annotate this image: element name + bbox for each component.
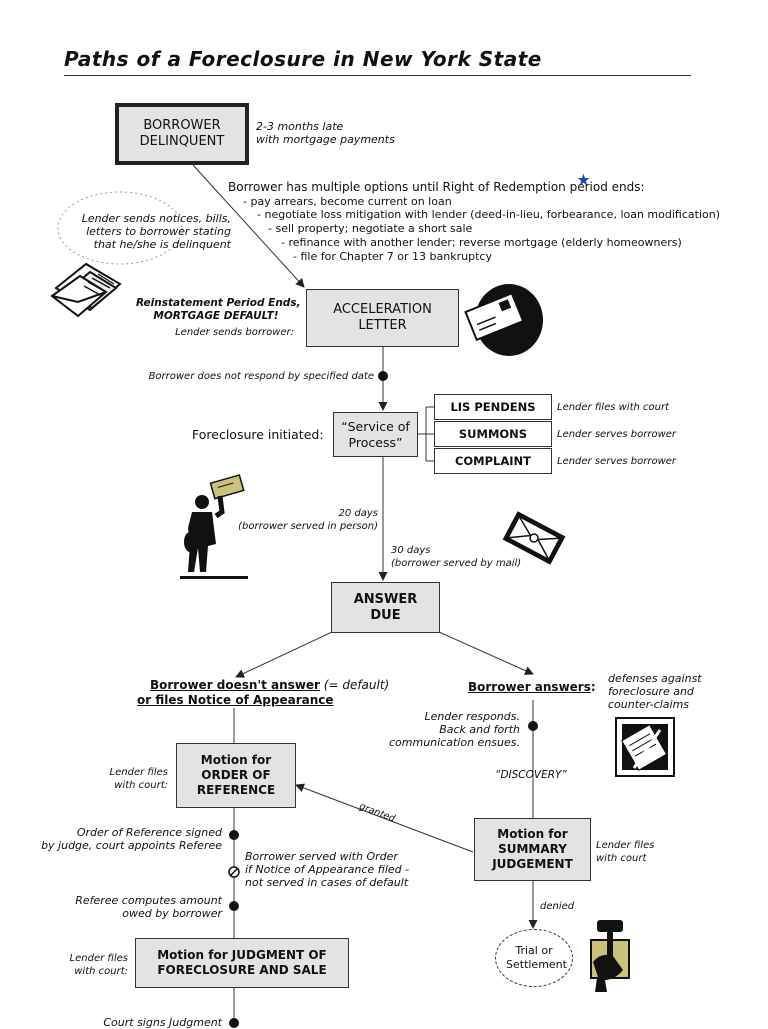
days30-note: 30 days (borrower served by mail) <box>391 545 522 569</box>
page-title: Paths of a Foreclosure in New York State <box>64 47 542 71</box>
lender-sends-note: Lender sends borrower: <box>175 327 294 338</box>
complaint-box: COMPLAINT <box>434 448 552 474</box>
lender-notices-note: Lender sends notices, bills, letters to … <box>81 212 231 251</box>
no-respond-note: Borrower does not respond by specified d… <box>148 371 374 382</box>
judgment-foreclosure-box: Motion for JUDGMENT OF FORECLOSURE AND S… <box>135 938 349 988</box>
summary-judgement-box: Motion for SUMMARY JUDGEMENT <box>474 818 591 881</box>
borrower-delinquent-label: BORROWER DELINQUENT <box>139 118 225 149</box>
mailman-icon <box>180 474 248 579</box>
answers-label: Borrower answers: <box>468 681 596 694</box>
lender-responds-note: Lender responds. Back and forth communic… <box>388 710 520 749</box>
option-item: - file for Chapter 7 or 13 bankruptcy <box>293 250 492 263</box>
acceleration-letter-label: ACCELERATION LETTER <box>333 302 432 333</box>
reinstatement-note: Reinstatement Period Ends, MORTGAGE DEFA… <box>136 297 301 322</box>
foreclosure-initiated-label: Foreclosure initiated: <box>192 427 324 442</box>
lis-pendens-box: LIS PENDENS <box>434 394 552 420</box>
option-item: - sell property; negotiate a short sale <box>268 222 473 235</box>
envelope-icon <box>464 284 543 356</box>
days20-note: 20 days (borrower served in person) <box>238 508 378 532</box>
document-icon <box>615 717 675 777</box>
court-signs-note: Court signs Judgment <box>103 1016 222 1029</box>
order-signed-note: Order of Reference signed by judge, cour… <box>41 826 222 852</box>
star-icon <box>577 173 590 186</box>
option-item: - refinance with another lender; reverse… <box>281 236 682 249</box>
title-rule <box>64 75 691 76</box>
default-text: (= default) <box>319 678 390 692</box>
lis-pendens-note: Lender files with court <box>557 402 670 413</box>
served-order-note: Borrower served with Order if Notice of … <box>245 850 410 889</box>
options-intro: Borrower has multiple options until Righ… <box>228 180 645 194</box>
step-dot <box>378 371 388 381</box>
answers-text: Borrower answers <box>468 680 591 694</box>
borrower-delinquent-box: BORROWER DELINQUENT <box>115 103 249 165</box>
acceleration-letter-box: ACCELERATION LETTER <box>306 289 459 347</box>
lender-files-note-3: Lender files with court: <box>69 953 128 977</box>
service-of-process-label: “Service of Process” <box>341 418 410 450</box>
answer-due-box: ANSWER DUE <box>331 582 440 633</box>
step-dot <box>229 830 239 840</box>
denied-label: denied <box>540 901 575 912</box>
complaint-note: Lender serves borrower <box>557 456 677 467</box>
late-note: 2-3 months late with mortgage payments <box>256 120 395 146</box>
order-of-reference-box: Motion for ORDER OF REFERENCE <box>176 743 296 808</box>
judgment-foreclosure-label: Motion for JUDGMENT OF FORECLOSURE AND S… <box>157 948 327 977</box>
discovery-note: “DISCOVERY” <box>495 769 567 781</box>
defenses-note: defenses against foreclosure and counter… <box>608 672 702 711</box>
order-of-reference-label: Motion for ORDER OF REFERENCE <box>196 753 276 797</box>
no-answer-label: Borrower doesn't answer (= default) <box>150 679 389 692</box>
lender-files-note-1: Lender files with court: <box>109 767 168 791</box>
mail-envelope-icon <box>502 511 566 565</box>
summary-judgement-label: Motion for SUMMARY JUDGEMENT <box>492 827 573 871</box>
letters-icon <box>50 262 122 318</box>
no-answer-text: Borrower doesn't answer <box>150 678 320 692</box>
step-dot <box>229 1018 239 1028</box>
notice-appearance-label: or files Notice of Appearance <box>137 693 334 707</box>
service-of-process-box: “Service of Process” <box>333 412 418 457</box>
option-item: - pay arrears, become current on loan <box>243 195 452 208</box>
referee-note: Referee computes amount owed by borrower <box>75 894 222 920</box>
gavel-icon <box>590 920 630 992</box>
step-dot <box>528 721 538 731</box>
prohibited-dot-icon <box>228 866 240 878</box>
answers-colon: : <box>590 680 596 694</box>
option-item: - negotiate loss mitigation with lender … <box>257 208 720 221</box>
trial-settlement-node: Trial or Settlement <box>495 929 573 987</box>
summons-note: Lender serves borrower <box>557 429 677 440</box>
lender-files-note-2: Lender files with court <box>596 840 655 864</box>
step-dot <box>229 901 239 911</box>
answer-due-label: ANSWER DUE <box>353 591 418 623</box>
summons-box: SUMMONS <box>434 421 552 447</box>
trial-settlement-label: Trial or Settlement <box>506 944 567 971</box>
